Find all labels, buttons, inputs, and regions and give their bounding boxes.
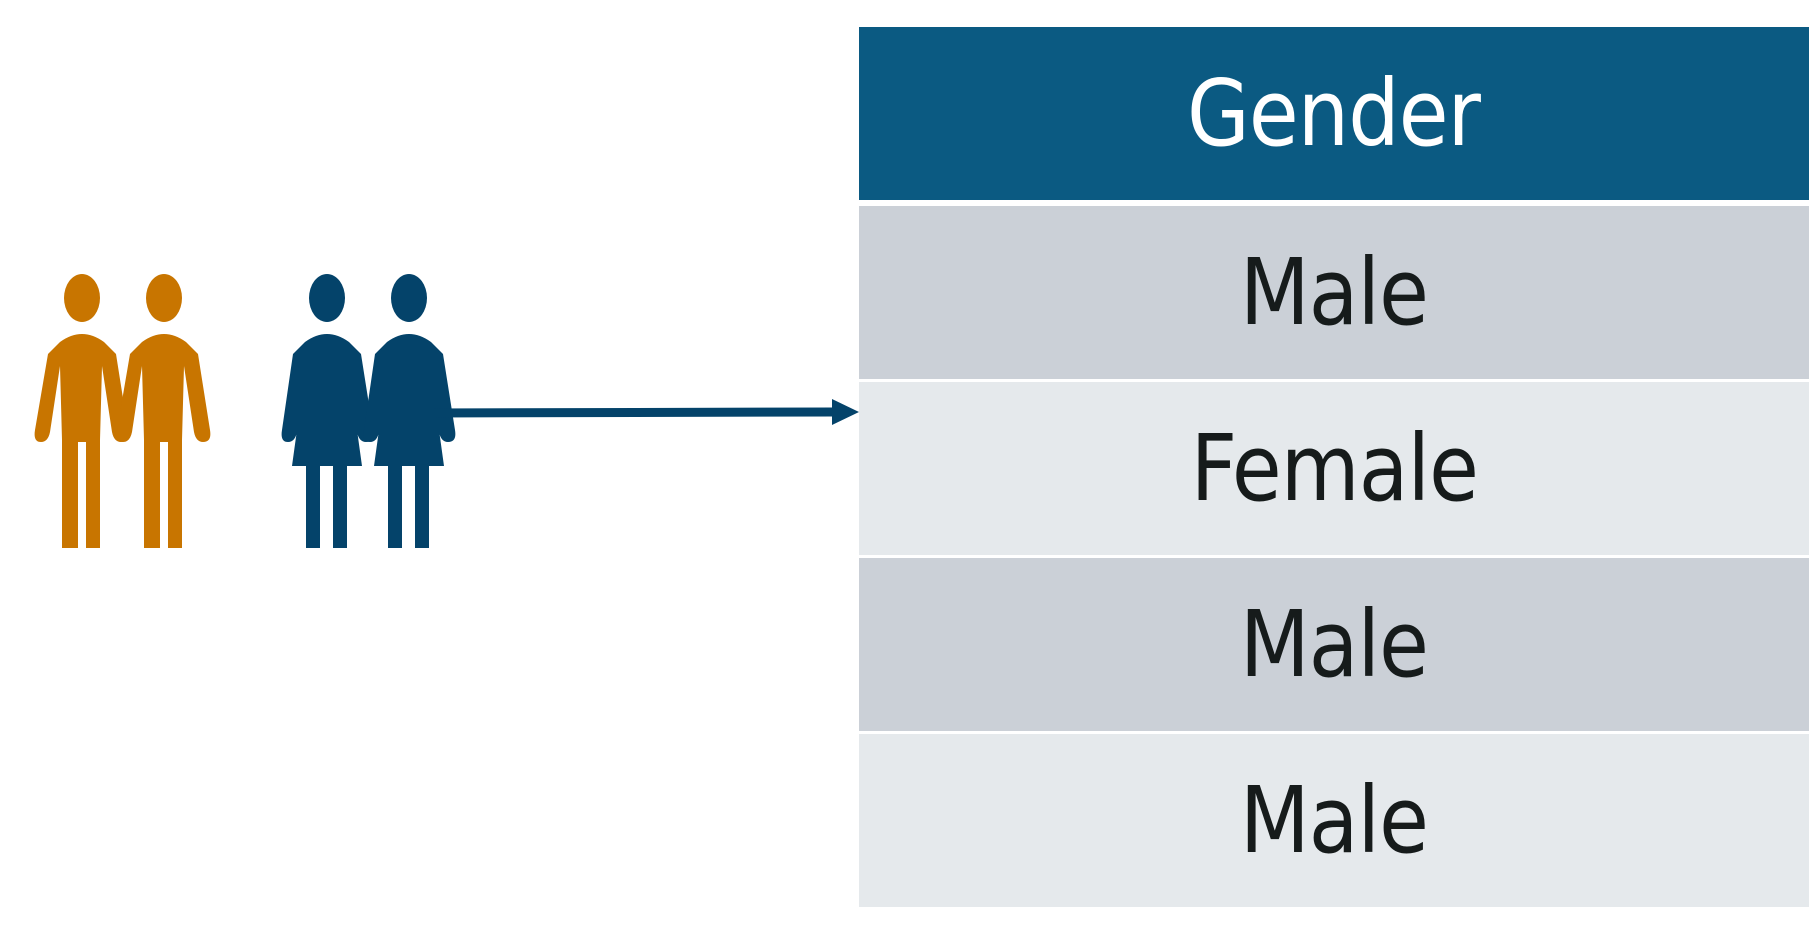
table-header: Gender xyxy=(859,27,1809,200)
table-row: Male xyxy=(859,734,1809,907)
gender-table: Gender Male Female Male Male xyxy=(859,27,1809,910)
female-person-icon xyxy=(281,274,374,548)
table-row: Male xyxy=(859,558,1809,731)
cell-value: Male xyxy=(1239,591,1429,698)
header-label: Gender xyxy=(1187,60,1481,167)
male-person-icon xyxy=(34,274,129,548)
cell-value: Male xyxy=(1239,239,1429,346)
people-illustration xyxy=(34,274,456,548)
table-row: Female xyxy=(859,382,1809,555)
table-row: Male xyxy=(859,206,1809,379)
male-person-icon xyxy=(116,274,211,548)
cell-value: Female xyxy=(1190,415,1478,522)
cell-value: Male xyxy=(1239,767,1429,874)
female-person-icon xyxy=(363,274,456,548)
arrowhead-icon xyxy=(832,399,859,425)
